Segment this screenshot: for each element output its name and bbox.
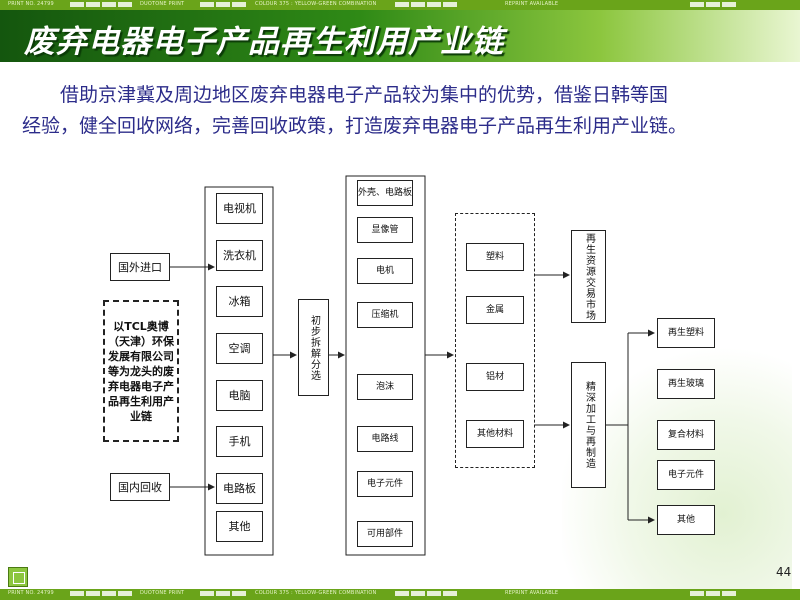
product-fridge: 冰箱 [216,286,263,317]
top-print-bar: PRINT NO. 24799 DUOTONE PRINT COLOUR 375… [0,0,800,10]
output-composite: 复合材料 [657,420,715,450]
material-metal: 金属 [466,296,524,324]
part-wire: 电路线 [357,426,413,452]
market-label: 再生资源交易市场 [583,232,595,321]
color-chips [200,2,246,7]
color-chips [395,591,457,596]
part-motor: 电机 [357,258,413,284]
recycled-resources-market: 再生资源交易市场 [571,230,606,323]
bar-text-reprint: REPRINT AVAILABLE [505,1,559,7]
part-crt: 显像管 [357,217,413,243]
output-recycled-plastic: 再生塑料 [657,318,715,348]
product-computer: 电脑 [216,380,263,411]
product-washer: 洗衣机 [216,240,263,271]
intro-paragraph: 借助京津冀及周边地区废弃电器电子产品较为集中的优势，借鉴日韩等国 经验，健全回收… [22,80,792,142]
material-aluminum: 铝材 [466,363,524,391]
deep-processing: 精深加工与再制造 [571,362,606,488]
bottom-print-bar: PRINT NO. 24799 DUOTONE PRINT COLOUR 375… [0,589,800,600]
bar-text-colour: COLOUR 375 : YELLOW-GREEN COMBINATION [255,590,377,596]
color-chips [395,2,457,7]
output-other: 其他 [657,505,715,535]
part-compressor: 压缩机 [357,302,413,328]
material-plastic: 塑料 [466,243,524,271]
title-band [0,10,800,62]
dismantle-step: 初步拆解分选 [298,299,329,396]
color-chips [70,2,132,7]
source-import: 国外进口 [110,253,170,281]
product-circuit-board: 电路板 [216,473,263,504]
intro-line-2: 经验，健全回收网络，完善回收政策，打造废弃电器电子产品再生利用产业链。 [22,115,688,137]
logo-icon [8,567,28,587]
bar-text-duotone: DUOTONE PRINT [140,1,185,7]
bar-text-print-no: PRINT NO. 24799 [8,590,54,596]
processing-label: 精深加工与再制造 [583,381,595,469]
bar-text-reprint: REPRINT AVAILABLE [505,590,559,596]
part-foam: 泡沫 [357,374,413,400]
output-electronic-components: 电子元件 [657,460,715,490]
part-shell-circuit: 外壳、电路板 [357,180,413,206]
tcl-note-frame [103,300,179,442]
product-other: 其他 [216,511,263,542]
page-title: 废弃电器电子产品再生利用产业链 [24,24,504,60]
part-reusable: 可用部件 [357,521,413,547]
bar-text-duotone: DUOTONE PRINT [140,590,185,596]
bar-text-print-no: PRINT NO. 24799 [8,1,54,7]
bar-text-colour: COLOUR 375 : YELLOW-GREEN COMBINATION [255,1,377,7]
intro-line-1: 借助京津冀及周边地区废弃电器电子产品较为集中的优势，借鉴日韩等国 [60,84,669,106]
color-chips [70,591,132,596]
products-container [204,186,274,556]
product-ac: 空调 [216,333,263,364]
color-chips [690,591,736,596]
material-other: 其他材料 [466,420,524,448]
color-chips [690,2,736,7]
parts-container [345,175,426,556]
page-number: 44 [776,565,792,579]
product-tv: 电视机 [216,193,263,224]
product-phone: 手机 [216,426,263,457]
output-recycled-glass: 再生玻璃 [657,369,715,399]
source-domestic: 国内回收 [110,473,170,501]
color-chips [200,591,246,596]
tcl-note: 以TCL奥博（天津）环保发展有限公司等为龙头的废弃电器电子产品再生利用产业链 [108,319,174,423]
materials-frame [455,213,535,468]
part-electronic-components: 电子元件 [357,471,413,497]
dismantle-label: 初步拆解分选 [308,314,320,381]
